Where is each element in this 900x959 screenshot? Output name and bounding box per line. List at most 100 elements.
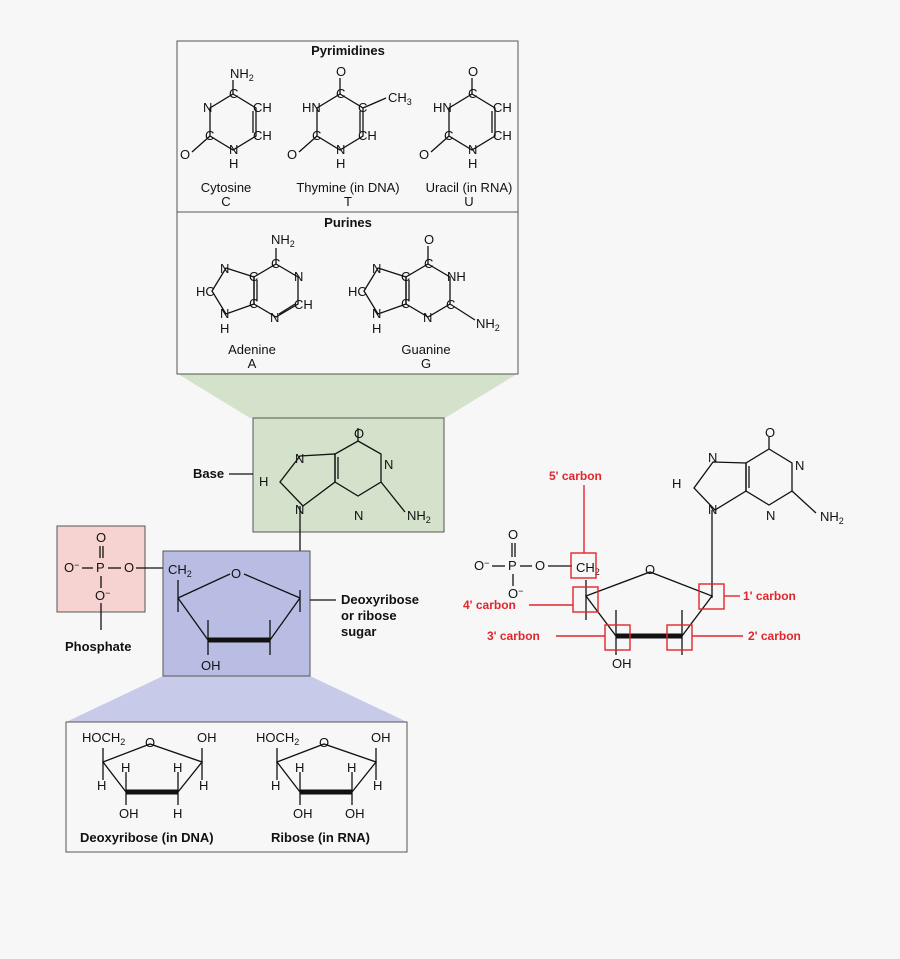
right-phosphate-structure: O O− P O O−	[474, 527, 572, 601]
carbon-1-label: 1' carbon	[743, 589, 796, 603]
phosphate-structure: O O− P O O−	[64, 530, 134, 630]
svg-text:O: O	[180, 147, 190, 162]
svg-text:N: N	[708, 450, 717, 465]
svg-text:N: N	[295, 451, 304, 466]
svg-text:N: N	[220, 261, 229, 276]
svg-text:N: N	[336, 142, 345, 157]
svg-text:N: N	[372, 306, 381, 321]
svg-text:CH2: CH2	[168, 562, 192, 579]
adenine-letter: A	[248, 356, 257, 371]
uracil-letter: U	[464, 194, 473, 209]
sugar-label-line2: or ribose	[341, 608, 397, 623]
uracil-name: Uracil (in RNA)	[426, 180, 513, 195]
svg-text:CH3: CH3	[388, 90, 412, 107]
svg-text:O: O	[645, 562, 655, 577]
base-label: Base	[193, 466, 224, 481]
svg-text:CH: CH	[358, 128, 377, 143]
right-guanine-structure: O N N H N N NH2	[672, 425, 844, 598]
svg-text:O: O	[424, 232, 434, 247]
svg-text:H: H	[672, 476, 681, 491]
svg-text:N: N	[708, 502, 717, 517]
svg-text:O−: O−	[508, 586, 523, 601]
svg-text:C: C	[336, 86, 345, 101]
base-guanine-structure: O N N H N N NH2	[259, 426, 431, 552]
svg-text:O: O	[354, 426, 364, 441]
deoxyribose-structure: HOCH2 O OH H H H H OH H	[82, 730, 217, 821]
ribose-label: Ribose (in RNA)	[271, 830, 370, 845]
svg-text:N: N	[372, 261, 381, 276]
svg-text:O−: O−	[95, 588, 110, 603]
svg-text:HC: HC	[348, 284, 367, 299]
svg-text:N: N	[423, 310, 432, 325]
svg-text:HN: HN	[302, 100, 321, 115]
svg-text:OH: OH	[371, 730, 391, 745]
svg-text:OH: OH	[197, 730, 217, 745]
cytosine-letter: C	[221, 194, 230, 209]
svg-text:C: C	[229, 86, 238, 101]
svg-text:O: O	[468, 64, 478, 79]
svg-text:N: N	[468, 142, 477, 157]
svg-text:HC: HC	[196, 284, 215, 299]
svg-text:H: H	[220, 321, 229, 336]
svg-text:C: C	[271, 256, 280, 271]
svg-text:C: C	[401, 296, 410, 311]
svg-text:H: H	[373, 778, 382, 793]
svg-text:H: H	[271, 778, 280, 793]
purines-heading: Purines	[324, 215, 372, 230]
svg-text:N: N	[766, 508, 775, 523]
svg-text:CH: CH	[253, 100, 272, 115]
svg-text:O: O	[96, 530, 106, 545]
c4-marker	[572, 586, 599, 613]
sugar-box	[162, 550, 311, 677]
cytosine-structure: NH2 C N CH CH C N H O	[180, 66, 272, 171]
svg-text:O−: O−	[64, 560, 79, 575]
svg-text:OH: OH	[201, 658, 221, 673]
svg-text:O: O	[124, 560, 134, 575]
svg-text:H: H	[295, 760, 304, 775]
phosphate-label: Phosphate	[65, 639, 131, 654]
sugar-label-line1: Deoxyribose	[341, 592, 419, 607]
svg-text:CH: CH	[294, 297, 313, 312]
svg-text:H: H	[97, 778, 106, 793]
thymine-structure: O C CH3 C HN CH C N H O	[287, 64, 412, 171]
thymine-name: Thymine (in DNA)	[296, 180, 399, 195]
cytosine-name: Cytosine	[201, 180, 252, 195]
svg-text:HOCH2: HOCH2	[82, 730, 125, 747]
svg-text:C: C	[312, 128, 321, 143]
svg-text:N: N	[354, 508, 363, 523]
svg-text:OH: OH	[293, 806, 313, 821]
svg-text:O: O	[336, 64, 346, 79]
base-callout-wedge	[178, 374, 517, 418]
guanine-structure: O C N NH C HC C C N N NH2 H	[348, 232, 500, 336]
svg-text:CH: CH	[493, 100, 512, 115]
svg-text:O: O	[419, 147, 429, 162]
c3-marker	[604, 624, 631, 651]
carbon-5-label: 5' carbon	[549, 469, 602, 483]
svg-text:C: C	[249, 269, 258, 284]
svg-text:N: N	[220, 306, 229, 321]
phosphate-box	[56, 525, 146, 613]
svg-text:O: O	[287, 147, 297, 162]
svg-text:C: C	[401, 269, 410, 284]
adenine-structure: NH2 C N N C HC C CH N N H	[196, 232, 313, 336]
svg-text:H: H	[173, 806, 182, 821]
deoxyribose-label: Deoxyribose (in DNA)	[80, 830, 214, 845]
svg-text:H: H	[121, 760, 130, 775]
svg-text:H: H	[468, 156, 477, 171]
svg-text:H: H	[173, 760, 182, 775]
pyrimidines-heading: Pyrimidines	[311, 43, 385, 58]
svg-text:H: H	[199, 778, 208, 793]
svg-text:CH: CH	[493, 128, 512, 143]
adenine-name: Adenine	[228, 342, 276, 357]
svg-text:N: N	[795, 458, 804, 473]
svg-text:NH2: NH2	[476, 316, 500, 333]
svg-text:O−: O−	[474, 558, 489, 573]
sugar-label-line3: sugar	[341, 624, 376, 639]
bases-panel	[176, 40, 519, 375]
svg-text:CH: CH	[253, 128, 272, 143]
svg-text:C: C	[205, 128, 214, 143]
carbon-4-label: 4' carbon	[463, 598, 516, 612]
svg-text:NH2: NH2	[820, 509, 844, 526]
svg-text:NH2: NH2	[407, 508, 431, 525]
